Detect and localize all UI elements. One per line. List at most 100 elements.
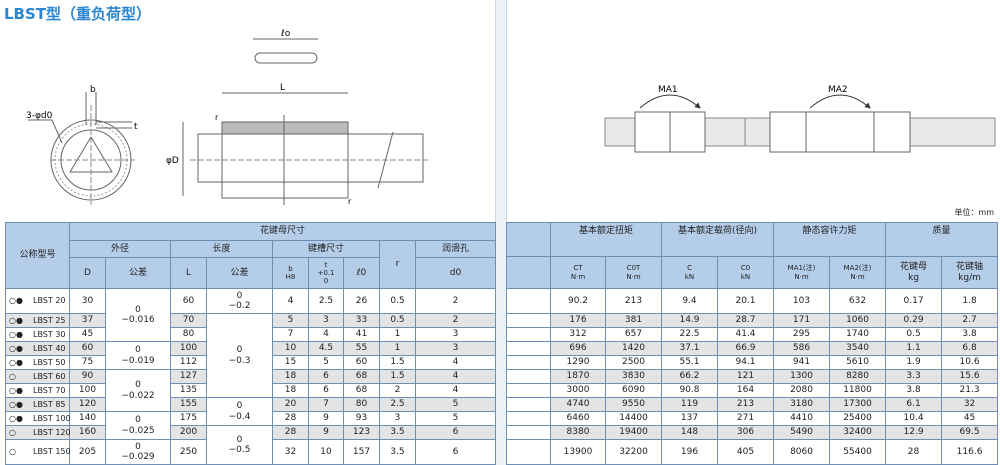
availability-marker: ○● xyxy=(9,357,23,367)
outer-diameter-cell: 205 xyxy=(69,439,106,465)
model-cell: ○●LBST 50 xyxy=(5,355,70,370)
b-cell: 28 xyxy=(272,411,309,426)
c0-cell: 41.4 xyxy=(717,327,775,342)
shaft-cell: 69.5 xyxy=(941,425,999,440)
c0t-cell: 213 xyxy=(604,288,663,314)
ma1-text: MA1(注) xyxy=(787,264,816,273)
outer-diameter-cell: 120 xyxy=(69,397,106,412)
outer-diameter-tolerance: 0−0.029 xyxy=(105,439,171,465)
availability-marker: ○● xyxy=(9,385,23,395)
ma2-cell: 3540 xyxy=(829,341,887,356)
r-cell: 3.5 xyxy=(379,425,416,440)
t-label: t xyxy=(134,122,138,132)
c-cell: 55.1 xyxy=(661,355,719,370)
c0t-cell: 6090 xyxy=(604,383,663,398)
l0-cell: 26 xyxy=(343,288,380,314)
c-cell: 22.5 xyxy=(661,327,719,342)
b-label: b xyxy=(90,85,96,95)
blank-cell xyxy=(506,397,551,412)
nut-cell: 0.5 xyxy=(885,327,943,342)
header-d0: d0 xyxy=(414,257,497,289)
c0t-cell: 657 xyxy=(604,327,663,342)
l0-cell: 80 xyxy=(343,397,380,412)
unit-kn: kN xyxy=(740,272,751,281)
availability-marker: ○● xyxy=(9,343,23,353)
l0-cell: 93 xyxy=(343,411,380,426)
header-blank-2 xyxy=(506,256,551,289)
shaft-cell: 2.7 xyxy=(941,313,999,328)
blank-cell xyxy=(506,341,551,356)
unit-nm: N·m xyxy=(850,272,865,281)
side-view-diagram: ℓo L r φD r xyxy=(166,29,430,206)
ct-cell: 176 xyxy=(550,313,606,328)
c-cell: 137 xyxy=(661,411,719,426)
model-name: LBST 30 xyxy=(33,329,66,339)
ct-cell: 1290 xyxy=(550,355,606,370)
blank-cell xyxy=(506,355,551,370)
ct-cell: 312 xyxy=(550,327,606,342)
model-name: LBST 120 xyxy=(33,427,71,437)
ct-cell: 4740 xyxy=(550,397,606,412)
tolerance-upper: 0 xyxy=(236,290,243,301)
shaft-cell: 21.3 xyxy=(941,383,999,398)
nut-text: 花键母 xyxy=(900,262,928,273)
ma1-cell: 1300 xyxy=(773,369,831,384)
c-cell: 148 xyxy=(661,425,719,440)
r-cell: 0.5 xyxy=(379,313,416,328)
ma1-cell: 5490 xyxy=(773,425,831,440)
l0-cell: 41 xyxy=(343,327,380,342)
ma1-cell: 941 xyxy=(773,355,831,370)
c0t-text: C0T xyxy=(626,264,641,273)
availability-marker: ○● xyxy=(9,413,23,423)
c-cell: 119 xyxy=(661,397,719,412)
outer-diameter-cell: 160 xyxy=(69,425,106,440)
l0-cell: 68 xyxy=(343,369,380,384)
c0t-cell: 32200 xyxy=(604,439,663,465)
ct-cell: 6460 xyxy=(550,411,606,426)
model-cell: ○●LBST 100 xyxy=(5,411,71,426)
t-cell: 4 xyxy=(308,327,344,342)
b-cell: 28 xyxy=(272,425,309,440)
nut-cell: 0.17 xyxy=(885,288,943,314)
c0-cell: 164 xyxy=(717,383,775,398)
tolerance-lower: −0.4 xyxy=(228,411,251,422)
header-D: D xyxy=(69,257,106,289)
nut-cell: 1.9 xyxy=(885,355,943,370)
header-l0: ℓ0 xyxy=(343,257,380,289)
t-cell: 10 xyxy=(308,439,344,465)
length-cell: 80 xyxy=(170,327,207,342)
l0-label: ℓo xyxy=(280,29,291,39)
ct-cell: 90.2 xyxy=(550,288,606,314)
d0-cell: 4 xyxy=(414,355,497,370)
c0-cell: 271 xyxy=(717,411,775,426)
blank-cell xyxy=(506,369,551,384)
t-cell: 3 xyxy=(308,313,344,328)
c0-cell: 405 xyxy=(717,439,775,465)
outer-diameter-cell: 30 xyxy=(69,288,106,314)
outer-diameter-cell: 140 xyxy=(69,411,106,426)
ct-cell: 13900 xyxy=(550,439,606,465)
nut-cell: 3.3 xyxy=(885,369,943,384)
c0-cell: 66.9 xyxy=(717,341,775,356)
tolerance-upper: 0 xyxy=(135,415,141,426)
d0-cell: 5 xyxy=(414,397,497,412)
tolerance-upper: 0 xyxy=(135,304,141,315)
availability-marker: ○ xyxy=(9,447,16,457)
d0-cell: 2 xyxy=(414,288,497,314)
